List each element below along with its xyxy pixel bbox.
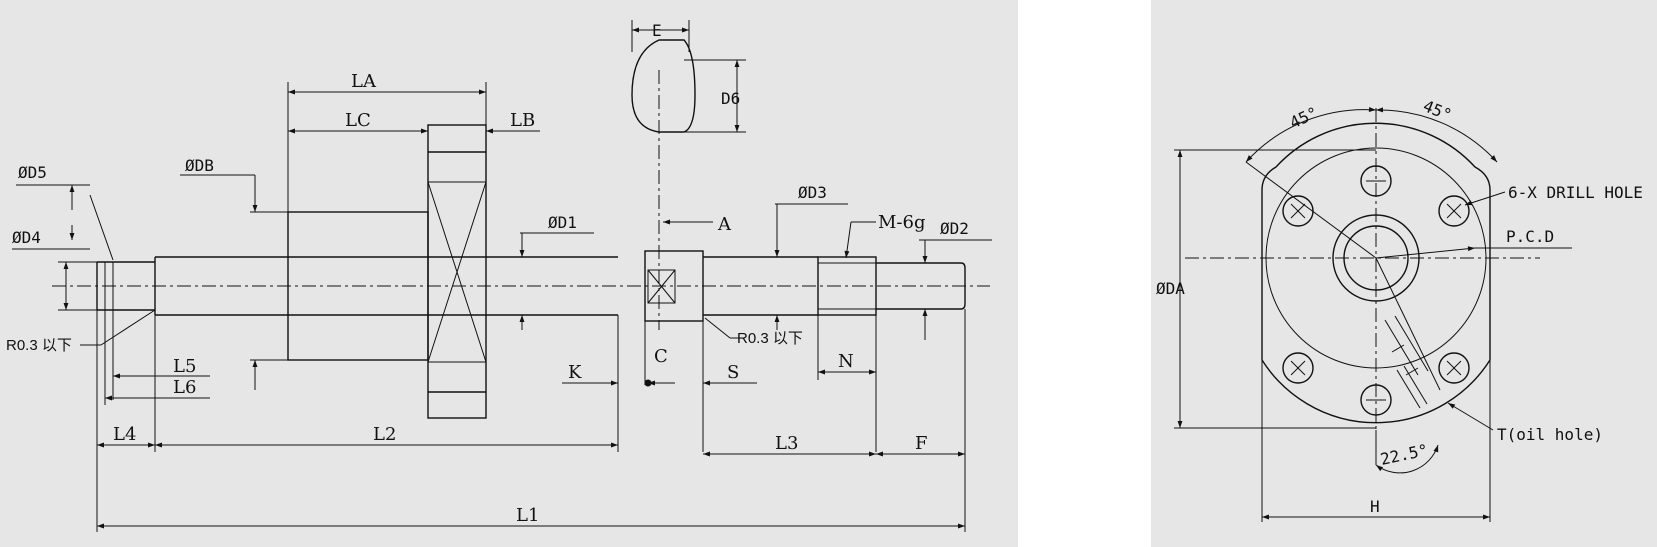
- bore-outer: [1332, 214, 1420, 302]
- label-da: ØDA: [1156, 279, 1185, 298]
- label-r-right: R0.3 以下: [737, 330, 803, 347]
- section-a-hatch: [631, 39, 696, 133]
- label-la: LA: [351, 71, 377, 92]
- flange-end-view: 45° 45° 6-X DRILL HOLE P.C.D ØDA T(oil h…: [1156, 96, 1643, 522]
- shaft-d2-end: [876, 262, 966, 310]
- nut-flange: [427, 124, 487, 419]
- label-l1: L1: [516, 505, 539, 526]
- label-l6: L6: [173, 377, 196, 398]
- label-lb: LB: [510, 110, 535, 131]
- label-45-left: 45°: [1287, 103, 1321, 132]
- label-pcd: P.C.D: [1506, 227, 1554, 246]
- bore-inner: [1343, 225, 1409, 291]
- label-t: T(oil hole): [1497, 425, 1603, 444]
- label-r-left: R0.3 以下: [6, 337, 72, 354]
- label-d5: ØD5: [18, 163, 47, 182]
- label-d4: ØD4: [12, 228, 41, 247]
- label-s: S: [727, 362, 739, 383]
- label-k: K: [568, 362, 582, 383]
- shaft-d3: [703, 256, 818, 316]
- label-d2: ØD2: [940, 219, 969, 238]
- shaft-side-view: E D6 A LA LC LB ØDB ØD5 ØD4: [6, 20, 992, 532]
- label-l3: L3: [775, 433, 798, 454]
- label-45-right: 45°: [1421, 96, 1455, 124]
- bearing-seat: [644, 250, 704, 322]
- label-f: F: [915, 433, 928, 454]
- label-d6: D6: [721, 89, 740, 108]
- label-n: N: [838, 351, 854, 372]
- label-db: ØDB: [185, 156, 214, 175]
- label-h: H: [1370, 497, 1380, 516]
- label-e: E: [652, 21, 662, 40]
- label-m: M-6g: [878, 212, 926, 233]
- label-drill: 6-X DRILL HOLE: [1508, 183, 1643, 202]
- label-d1: ØD1: [548, 213, 577, 232]
- label-d3: ØD3: [798, 183, 827, 202]
- label-a: A: [717, 214, 732, 235]
- journal-d4: [96, 261, 155, 311]
- label-l2: L2: [373, 424, 396, 445]
- label-l5: L5: [173, 356, 196, 377]
- label-l4: L4: [113, 424, 136, 445]
- label-c: C: [654, 346, 668, 367]
- label-22-5: 22.5°: [1379, 440, 1430, 469]
- label-lc: LC: [345, 110, 371, 131]
- oil-hole: [1375, 257, 1441, 409]
